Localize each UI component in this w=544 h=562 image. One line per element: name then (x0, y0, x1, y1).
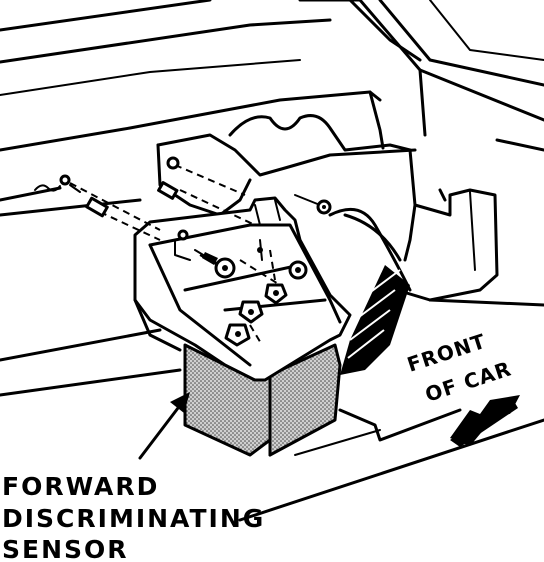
sensor-housing (183, 343, 342, 457)
callout-line-2: DISCRIMINATING (2, 504, 265, 533)
wiring-harness (328, 207, 412, 375)
direction-arrow (450, 395, 520, 447)
callout-label: FORWARD DISCRIMINATING SENSOR (2, 472, 265, 562)
callout-arrow (138, 392, 190, 460)
direction-label: FRONT OF CAR (404, 329, 514, 407)
fasteners (59, 156, 332, 347)
break-symbol (34, 184, 61, 192)
vehicle-body-structure (0, 0, 544, 522)
callout-line-3: SENSOR (2, 535, 129, 562)
callout-line-1: FORWARD (2, 472, 159, 501)
mounting-bracket (133, 196, 352, 382)
